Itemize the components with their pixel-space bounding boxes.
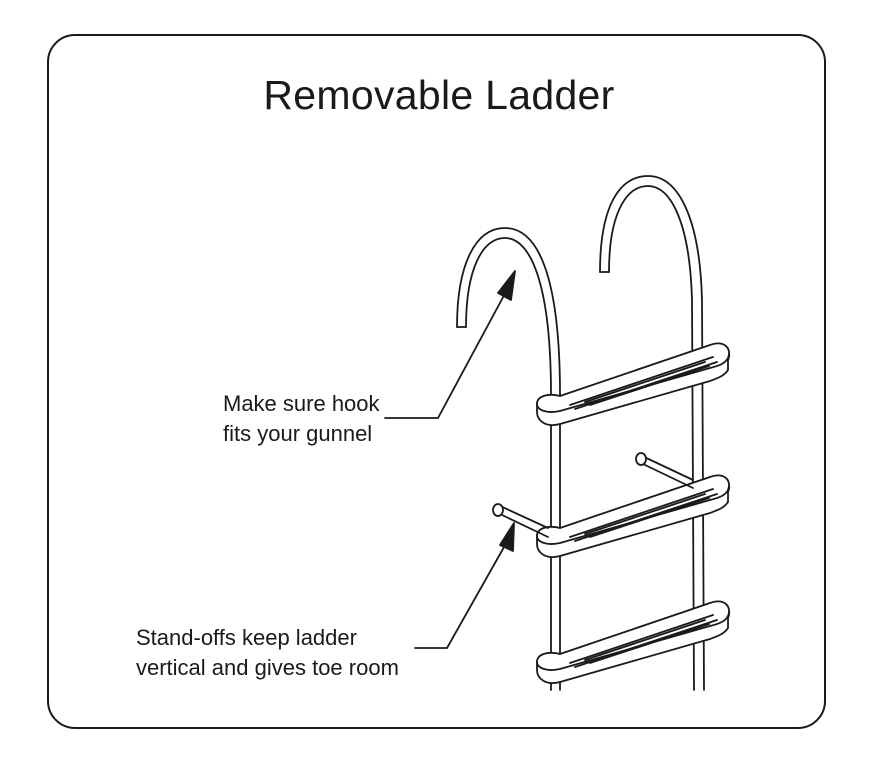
hook-callout: Make sure hook fits your gunnel [223, 389, 380, 449]
diagram-title: Removable Ladder [263, 72, 615, 118]
right-standoff [635, 452, 694, 489]
hook-callout-line-1: Make sure hook [223, 391, 380, 416]
standoff-callout-line-2: vertical and gives toe room [136, 655, 399, 680]
standoff-callout-line-1: Stand-offs keep ladder [136, 625, 357, 650]
top-tread [536, 342, 731, 426]
standoff-leader-arrow [414, 522, 515, 649]
hook-leader-arrow [384, 270, 516, 419]
front-hook [456, 227, 561, 691]
diagram-frame [47, 34, 826, 729]
left-standoff [492, 503, 549, 538]
back-hook [599, 175, 705, 691]
standoff-callout: Stand-offs keep ladder vertical and give… [136, 623, 399, 683]
bottom-tread [536, 600, 731, 684]
hook-callout-line-2: fits your gunnel [223, 421, 373, 446]
middle-tread [536, 474, 731, 558]
